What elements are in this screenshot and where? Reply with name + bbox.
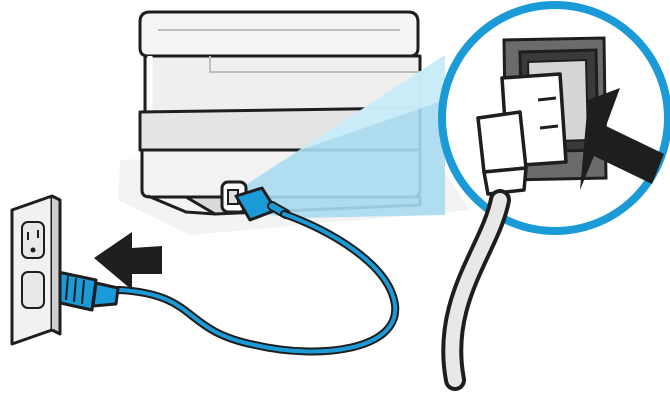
wall-outlet-icon — [10, 194, 62, 346]
outlet-plate — [10, 194, 54, 346]
iec-connector — [476, 72, 568, 196]
arrow-right-icon — [580, 88, 664, 190]
power-cord-icon — [45, 186, 400, 356]
power-cable — [88, 210, 400, 356]
zoom-callout-icon — [238, 55, 445, 218]
printer-lid — [138, 10, 420, 58]
wall-plug — [54, 270, 98, 312]
arrow-left-icon — [94, 232, 162, 290]
zoom-circle — [438, 1, 670, 391]
